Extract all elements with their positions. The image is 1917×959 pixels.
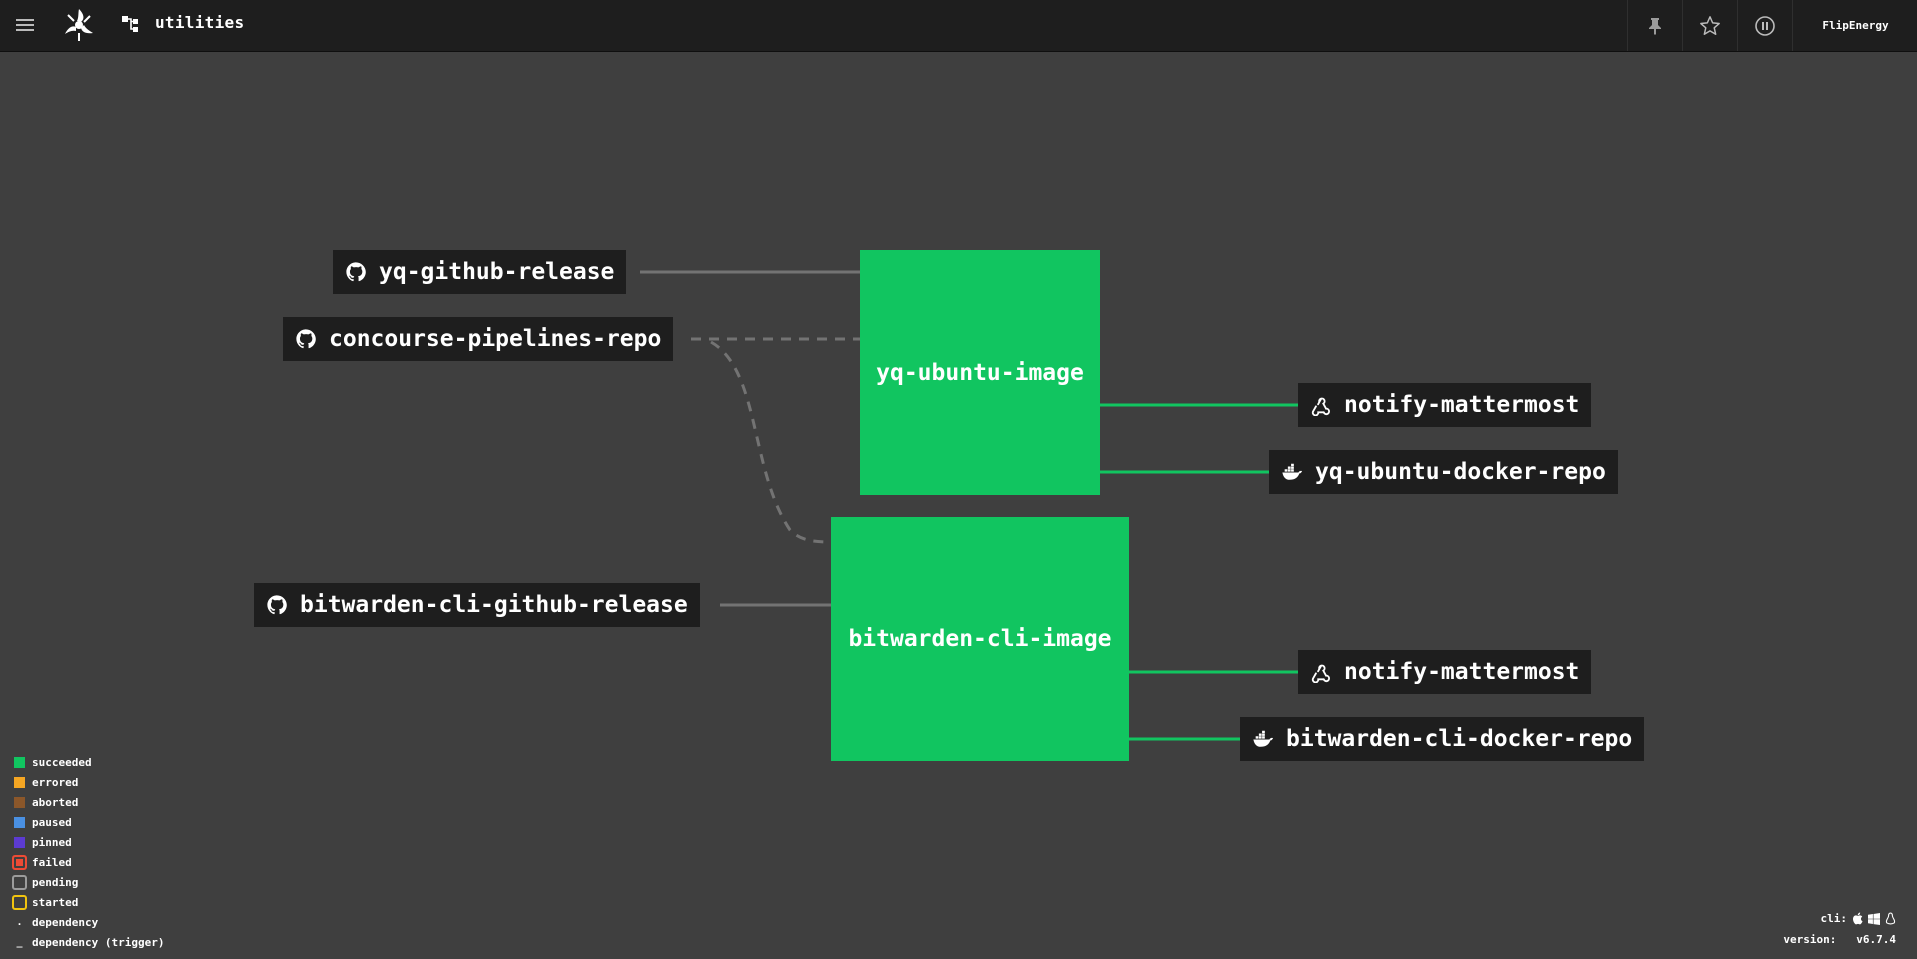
github-icon <box>346 262 366 282</box>
resource-yq-ubuntu-docker-repo[interactable]: yq-ubuntu-docker-repo <box>1269 450 1618 494</box>
pipeline-name[interactable]: utilities <box>155 13 245 32</box>
user-menu[interactable]: FlipEnergy <box>1792 0 1917 51</box>
job-yq-ubuntu-image[interactable]: yq-ubuntu-image <box>860 250 1100 495</box>
errored-swatch <box>14 776 25 788</box>
cli-downloads: cli: <box>1821 912 1897 925</box>
version-label: version: <box>1783 933 1837 946</box>
started-swatch <box>12 894 27 910</box>
legend-label: failed <box>32 855 72 869</box>
legend-label: dependency (trigger) <box>32 935 165 949</box>
legend-succeeded: succeeded <box>14 752 164 772</box>
resource-bitwarden-cli-docker-repo[interactable]: bitwarden-cli-docker-repo <box>1240 717 1645 761</box>
version-info: version: v6.7.4 <box>1783 933 1896 946</box>
version-value: v6.7.4 <box>1856 933 1896 946</box>
legend-dependency: . dependency <box>14 912 164 932</box>
legend-started: started <box>12 892 164 912</box>
pin-button[interactable] <box>1627 0 1682 51</box>
resource-label: bitwarden-cli-docker-repo <box>1286 726 1633 752</box>
legend-label: pending <box>32 875 79 889</box>
resource-notify-mattermost-2[interactable]: notify-mattermost <box>1298 650 1592 694</box>
legend-failed: failed <box>12 852 164 872</box>
legend-label: started <box>32 895 79 909</box>
legend-pinned: pinned <box>14 832 164 852</box>
aborted-swatch <box>14 796 25 808</box>
legend-label: paused <box>32 815 72 829</box>
resource-yq-github-release[interactable]: yq-github-release <box>333 250 627 294</box>
pin-icon <box>1649 17 1661 35</box>
favorite-button[interactable] <box>1682 0 1737 51</box>
legend-label: pinned <box>32 835 72 849</box>
windows-icon[interactable] <box>1868 912 1880 925</box>
legend-dependency-trigger: _ dependency (trigger) <box>14 932 164 952</box>
resource-label: yq-ubuntu-docker-repo <box>1315 459 1606 485</box>
resource-concourse-pipelines-repo[interactable]: concourse-pipelines-repo <box>283 317 674 361</box>
pause-pipeline-button[interactable] <box>1737 0 1792 51</box>
docker-icon <box>1282 463 1303 480</box>
resource-label: concourse-pipelines-repo <box>329 326 662 352</box>
legend-aborted: aborted <box>14 792 164 812</box>
paused-swatch <box>14 816 25 828</box>
resource-label: yq-github-release <box>379 259 615 285</box>
legend-pending: pending <box>12 872 164 892</box>
apple-icon[interactable] <box>1852 912 1863 925</box>
docker-icon <box>1253 730 1274 747</box>
dependency-dotted-icon: . <box>16 916 23 928</box>
resource-label: notify-mattermost <box>1344 392 1580 418</box>
webhook-icon <box>1311 397 1330 416</box>
resource-bitwarden-cli-github-release[interactable]: bitwarden-cli-github-release <box>254 583 700 627</box>
hamburger-menu-icon[interactable] <box>14 14 36 36</box>
failed-swatch <box>12 854 27 870</box>
job-label: yq-ubuntu-image <box>876 359 1084 386</box>
legend-label: aborted <box>32 795 79 809</box>
pending-swatch <box>12 874 27 890</box>
resource-label: bitwarden-cli-github-release <box>300 592 688 618</box>
github-icon <box>296 329 316 349</box>
job-bitwarden-cli-image[interactable]: bitwarden-cli-image <box>831 517 1129 761</box>
status-legend: succeeded errored aborted paused pinned … <box>12 752 164 952</box>
dependency-solid-icon: _ <box>16 936 23 948</box>
legend-paused: paused <box>14 812 164 832</box>
pipeline-icon <box>121 14 141 34</box>
legend-label: succeeded <box>32 755 92 769</box>
star-icon <box>1700 15 1720 35</box>
github-icon <box>267 595 287 615</box>
job-label: bitwarden-cli-image <box>848 626 1112 652</box>
succeeded-swatch <box>14 756 25 768</box>
webhook-icon <box>1311 664 1330 683</box>
resource-notify-mattermost-1[interactable]: notify-mattermost <box>1298 383 1592 427</box>
linux-icon[interactable] <box>1885 912 1896 925</box>
top-bar: utilities FlipEnergy <box>0 0 1917 52</box>
legend-label: dependency <box>32 915 99 929</box>
resource-label: notify-mattermost <box>1344 659 1580 685</box>
legend-errored: errored <box>14 772 164 792</box>
concourse-logo-icon[interactable] <box>60 6 98 44</box>
legend-label: errored <box>32 775 79 789</box>
cli-label: cli: <box>1820 912 1848 925</box>
pinned-swatch <box>14 836 25 848</box>
pause-circle-icon <box>1755 15 1775 36</box>
